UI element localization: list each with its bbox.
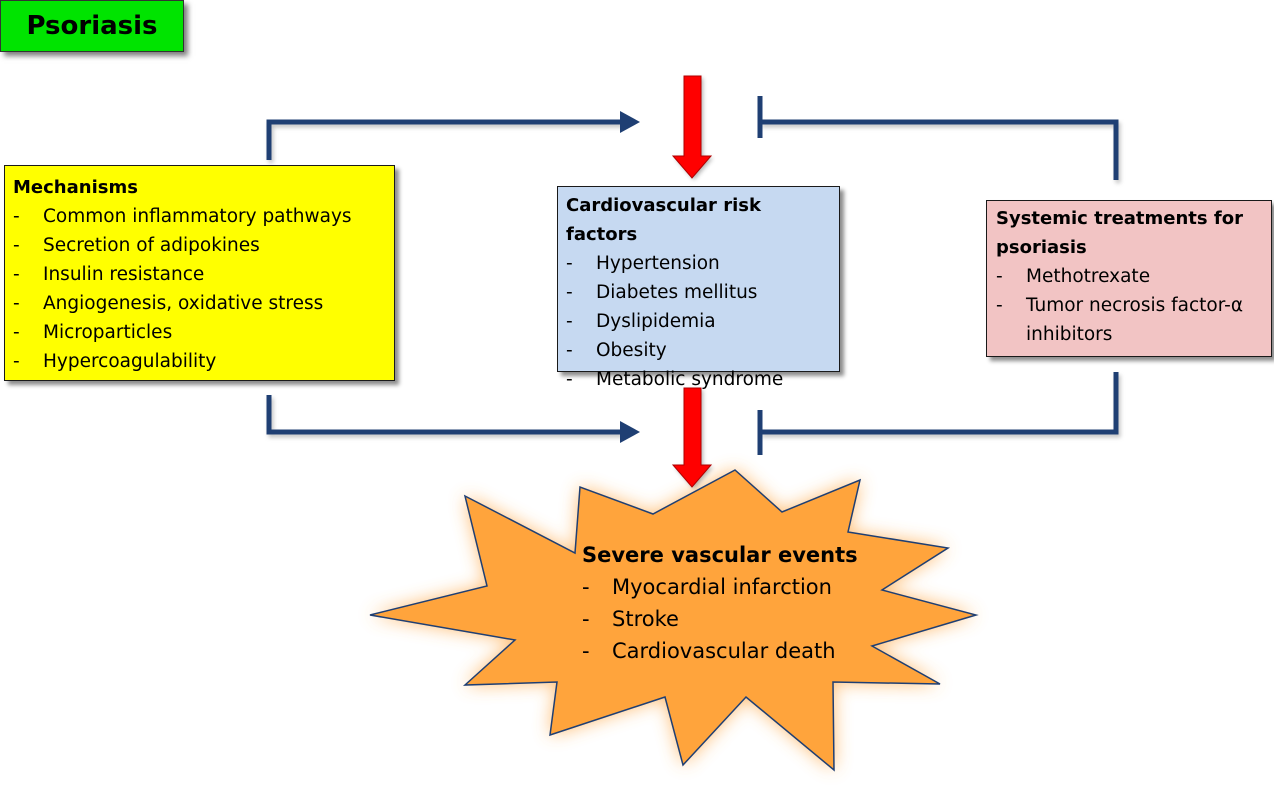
mechanisms-lower-connector <box>266 395 640 443</box>
treatments-title: Systemic treatments for psoriasis <box>996 208 1243 258</box>
bullet-dash: - <box>566 311 573 332</box>
psoriasis-box: Psoriasis <box>0 0 184 52</box>
list-item: - Methotrexate <box>996 262 1262 291</box>
events-block: Severe vascular events -Myocardial infar… <box>582 540 882 667</box>
list-item-text: Cardiovascular death <box>612 639 836 663</box>
red-arrow-top <box>671 75 713 180</box>
treatments-lower-inhibitor <box>757 372 1121 455</box>
treatments-upper-inhibitor <box>757 96 1121 183</box>
list-item: - Hypertension <box>566 249 831 278</box>
list-item: -Stroke <box>582 603 882 635</box>
bullet-dash: - <box>582 607 590 631</box>
treatments-box: Systemic treatments for psoriasis - Metho… <box>986 200 1272 357</box>
bullet-dash: - <box>13 264 20 285</box>
mechanisms-list: - Common inflammatory pathways - Secretion… <box>13 202 386 376</box>
list-item: -Cardiovascular death <box>582 635 882 667</box>
list-item: - Angiogenesis, oxidative stress <box>13 289 386 318</box>
bullet-dash: - <box>13 235 20 256</box>
list-item-text: Angiogenesis, oxidative stress <box>43 293 324 314</box>
bullet-dash: - <box>13 322 20 343</box>
treatments-list: - Methotrexate - Tumor necrosis factor-α i… <box>996 262 1262 349</box>
arrowhead-icon <box>620 421 640 443</box>
bullet-dash: - <box>582 639 590 663</box>
bullet-dash: - <box>566 340 573 361</box>
bullet-dash: - <box>582 575 590 599</box>
list-item: - Metabolic syndrome <box>566 365 831 394</box>
psoriasis-label: Psoriasis <box>26 11 158 41</box>
bullet-dash: - <box>566 253 573 274</box>
bullet-dash: - <box>996 295 1003 316</box>
list-item-text: Dyslipidemia <box>596 311 716 332</box>
list-item-text: Microparticles <box>43 322 173 343</box>
bullet-dash: - <box>13 293 20 314</box>
risk-factors-title: Cardiovascular risk factors <box>566 195 761 245</box>
bullet-dash: - <box>566 369 573 390</box>
list-item-text: Tumor necrosis factor-α inhibitors <box>1026 295 1244 345</box>
list-item: - Insulin resistance <box>13 260 386 289</box>
list-item: - Diabetes mellitus <box>566 278 831 307</box>
list-item: - Microparticles <box>13 318 386 347</box>
list-item-text: Obesity <box>596 340 667 361</box>
list-item-text: Hypertension <box>596 253 720 274</box>
bullet-dash: - <box>13 351 20 372</box>
mechanisms-box: Mechanisms - Common inflammatory pathways… <box>4 165 395 381</box>
list-item-text: Hypercoagulability <box>43 351 217 372</box>
list-item-text: Diabetes mellitus <box>596 282 758 303</box>
list-item: - Common inflammatory pathways <box>13 202 386 231</box>
risk-factors-list: - Hypertension - Diabetes mellitus - Dyslip… <box>566 249 831 394</box>
mechanisms-upper-connector <box>266 111 640 163</box>
events-list: -Myocardial infarction -Stroke -Cardiova… <box>582 571 882 667</box>
events-starburst <box>369 469 979 772</box>
list-item-text: Stroke <box>612 607 679 631</box>
mechanisms-title: Mechanisms <box>13 177 138 198</box>
red-arrow-bottom <box>671 387 713 489</box>
list-item-text: Metabolic syndrome <box>596 369 784 390</box>
arrowhead-icon <box>620 111 640 133</box>
list-item-text: Common inflammatory pathways <box>43 206 352 227</box>
list-item: - Hypercoagulability <box>13 347 386 376</box>
list-item: - Tumor necrosis factor-α inhibitors <box>996 291 1262 349</box>
list-item-text: Secretion of adipokines <box>43 235 260 256</box>
list-item: -Myocardial infarction <box>582 571 882 603</box>
bullet-dash: - <box>13 206 20 227</box>
list-item-text: Methotrexate <box>1026 266 1151 287</box>
bullet-dash: - <box>566 282 573 303</box>
bullet-dash: - <box>996 266 1003 287</box>
list-item-text: Insulin resistance <box>43 264 205 285</box>
events-title: Severe vascular events <box>582 543 858 567</box>
list-item: - Secretion of adipokines <box>13 231 386 260</box>
list-item: - Dyslipidemia <box>566 307 831 336</box>
list-item-text: Myocardial infarction <box>612 575 832 599</box>
list-item: - Obesity <box>566 336 831 365</box>
risk-factors-box: Cardiovascular risk factors - Hypertensio… <box>557 186 840 390</box>
